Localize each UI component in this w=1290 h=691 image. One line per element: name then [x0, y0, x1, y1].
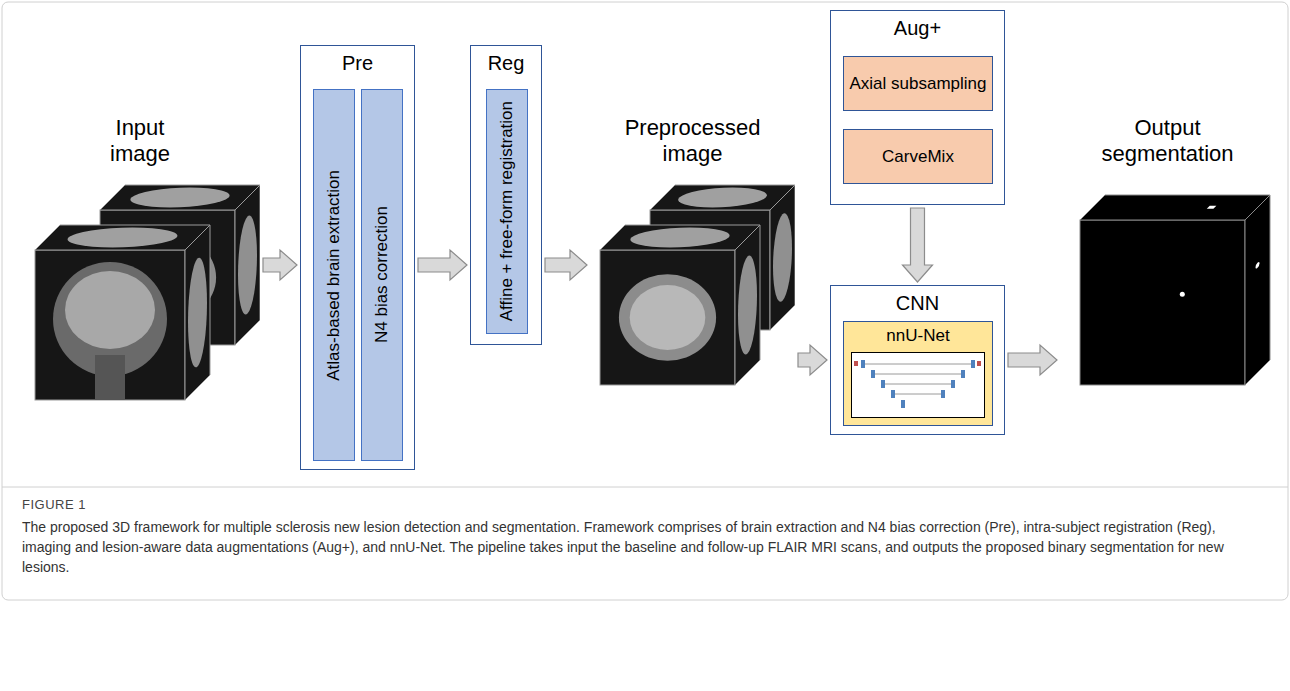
cube-face [235, 185, 260, 345]
output-volume: Output segmentation [1060, 110, 1275, 410]
coronal-slice [738, 247, 757, 363]
stage-box: PreAtlas-based brain extraction N4 bias c… [300, 45, 415, 470]
network-box: nnU-Net [843, 321, 993, 426]
neck-slice [95, 355, 125, 400]
step-label: nnU-Net [844, 322, 992, 346]
augmentation-box: Axial subsampling [843, 56, 993, 111]
axial-slice [621, 228, 738, 248]
step-label: N4 bias correction [372, 206, 392, 343]
axial-slice [669, 188, 775, 208]
unet-block [861, 360, 865, 368]
mri-cube [1080, 195, 1270, 385]
step-label: Atlas-based brain extraction [324, 170, 344, 381]
cube-face [735, 225, 760, 385]
stage-title: CNN [831, 286, 1004, 315]
coronal-slice [238, 207, 257, 323]
unet-io [977, 361, 981, 366]
brain-slice [619, 274, 716, 360]
coronal-slice [773, 205, 792, 310]
flow-arrow [263, 250, 297, 280]
skip-line [885, 384, 951, 385]
image-label: Output segmentation [1101, 115, 1233, 168]
mri-cube [35, 225, 210, 400]
figure-caption: The proposed 3D framework for multiple s… [22, 517, 1262, 577]
caption-separator [2, 487, 1288, 488]
flow-arrow [545, 250, 587, 280]
cube-face [35, 250, 185, 400]
stage-title: Aug+ [831, 11, 1004, 40]
step-label: Affine + free-form registration [497, 101, 517, 321]
preprocessed-volume: Preprocessed image [590, 110, 795, 410]
augmentation-box: CarveMix [843, 129, 993, 184]
cube-face [185, 225, 210, 400]
step-bar: Affine + free-form registration [486, 89, 528, 334]
cube-face [35, 225, 210, 250]
stage-box: RegAffine + free-form registration [470, 45, 542, 345]
flow-arrow [798, 345, 827, 375]
stage-box: Aug+ Axial subsamplingCarveMix [830, 10, 1005, 205]
image-label: Input image [110, 115, 170, 168]
unet-io [854, 361, 858, 366]
lesion-dot [1180, 292, 1185, 297]
skip-line [875, 374, 961, 375]
step-label: CarveMix [878, 147, 958, 167]
mri-cube [600, 225, 760, 385]
unet-block [891, 390, 895, 398]
unet-block [901, 400, 905, 408]
cube-face [100, 185, 260, 210]
skip-line [865, 364, 971, 365]
cube-face [1080, 195, 1270, 220]
axial-slice [121, 188, 238, 208]
step-label: Axial subsampling [845, 74, 990, 94]
unet-block [951, 380, 955, 388]
stage-box: CNN nnU-Net [830, 285, 1005, 435]
unet-frame [852, 353, 985, 418]
figure-number: FIGURE 1 [22, 497, 86, 512]
unet-illustration [851, 352, 985, 418]
unet-block [941, 390, 945, 398]
flow-arrow [1008, 345, 1057, 375]
stage-title: Reg [471, 46, 541, 75]
brain-slice [65, 271, 155, 349]
stage-title: Pre [301, 46, 414, 75]
image-label: Preprocessed image [625, 115, 761, 168]
unet-block [971, 360, 975, 368]
input-volume: Input image [20, 110, 260, 410]
step-bar: Atlas-based brain extraction [313, 89, 355, 461]
unet-block [871, 370, 875, 378]
lesion-dot [1207, 206, 1217, 209]
frame-border [2, 2, 1288, 600]
cube-face [1245, 195, 1270, 385]
unet-block [881, 380, 885, 388]
unet-block [961, 370, 965, 378]
cube-face [770, 185, 795, 330]
cube-face [1080, 220, 1245, 385]
skip-line [895, 394, 941, 395]
step-bar: N4 bias correction [361, 89, 403, 461]
brain-slice [630, 285, 706, 350]
coronal-slice [188, 249, 207, 376]
cube-face [600, 250, 735, 385]
cube-face [600, 225, 760, 250]
flow-arrow [418, 250, 467, 280]
axial-slice [58, 228, 186, 248]
lesion-dot [1256, 261, 1260, 270]
flow-arrow [903, 208, 933, 282]
